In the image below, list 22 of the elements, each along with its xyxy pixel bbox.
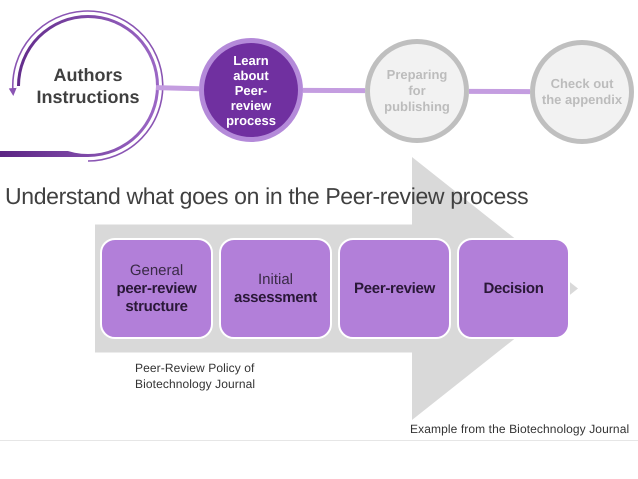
step-label: Learn about Peer-review process	[225, 52, 277, 128]
connector-line	[156, 85, 200, 92]
step-circle	[20, 18, 156, 154]
connector-line	[303, 88, 365, 94]
note-text: Example from the Biotechnology Journal	[410, 421, 630, 437]
step-title: assessment	[233, 288, 318, 306]
step-circle	[530, 40, 634, 144]
process-box	[100, 238, 213, 339]
slide-title: Understand what goes on in the Peer-review process	[5, 183, 528, 209]
step-title: Peer-review	[353, 280, 436, 298]
step-caption: Initial	[256, 270, 294, 288]
connector-line	[468, 88, 530, 94]
step-label: Authors Instructions	[35, 64, 140, 108]
note-text: Peer-Review Policy of Biotechnology Journal	[135, 360, 256, 392]
step-circle	[365, 39, 469, 143]
step-title: Decision	[482, 280, 545, 298]
process-box	[338, 238, 451, 339]
process-box	[457, 238, 570, 339]
process-box	[219, 238, 332, 339]
step-caption: General	[128, 262, 184, 280]
step-title: peer-review structure	[115, 280, 198, 316]
step-circle	[199, 38, 303, 142]
